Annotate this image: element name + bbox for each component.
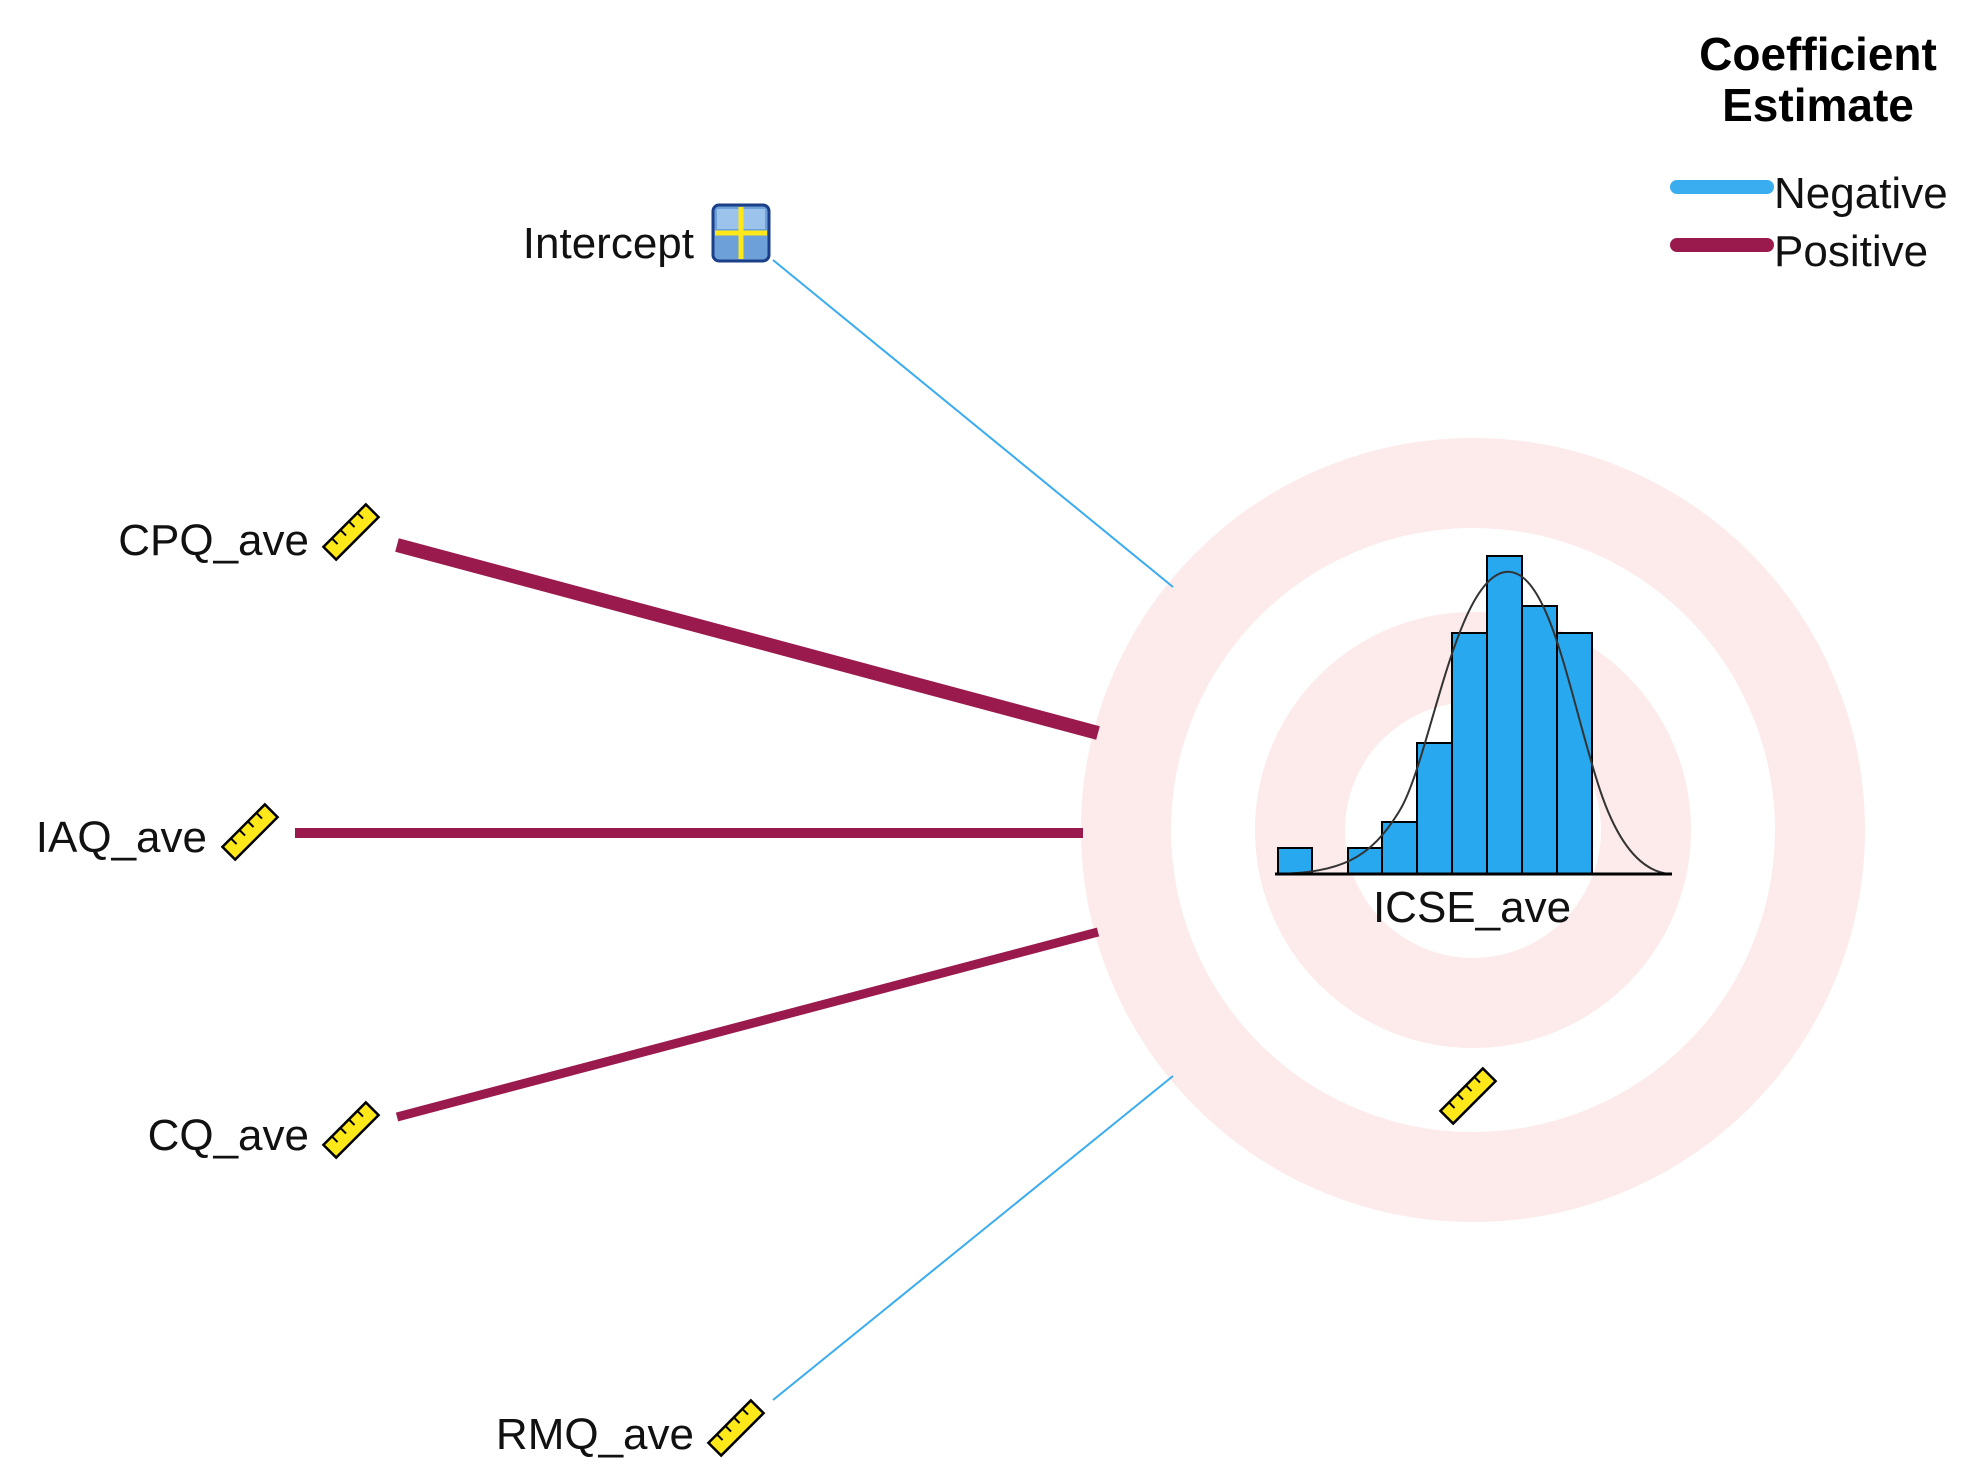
- intercept-grid-icon: [711, 203, 771, 263]
- ruler-icon: [322, 1101, 380, 1159]
- legend-label-positive: Positive: [1774, 227, 1928, 276]
- histogram-bar: [1451, 632, 1488, 875]
- predictor-intercept[interactable]: Intercept: [523, 203, 771, 268]
- histogram-bar: [1486, 555, 1523, 875]
- legend-title-line2: Estimate: [1722, 79, 1914, 131]
- outer-ring: [1081, 438, 1865, 1222]
- predictor-cpq[interactable]: CPQ_ave: [118, 503, 380, 565]
- predictor-label: Intercept: [523, 219, 694, 268]
- predictor-label: CPQ_ave: [118, 516, 309, 565]
- legend: Coefficient Estimate Negative Positive: [1670, 28, 1948, 276]
- ruler-icon: [221, 803, 279, 861]
- legend-title-line1: Coefficient: [1699, 28, 1937, 80]
- ruler-icon: [707, 1399, 765, 1457]
- histogram-bar: [1556, 632, 1593, 875]
- predictor-label: RMQ_ave: [496, 1410, 694, 1459]
- histogram-bar: [1416, 742, 1453, 875]
- connection-lines: [295, 259, 1174, 1401]
- target-histogram: [1275, 555, 1672, 876]
- edge-intercept: [772, 259, 1174, 588]
- predictor-iaq[interactable]: IAQ_ave: [36, 803, 279, 862]
- ruler-icon: [322, 503, 380, 561]
- predictor-cq[interactable]: CQ_ave: [148, 1101, 380, 1160]
- predictor-label: CQ_ave: [148, 1111, 309, 1160]
- target-ruler-icon: [1439, 1067, 1497, 1125]
- legend-label-negative: Negative: [1774, 169, 1948, 218]
- histogram-bar: [1521, 605, 1558, 875]
- normal-curve: [1277, 570, 1671, 875]
- edge-cq: [395, 927, 1100, 1122]
- histogram-bar: [1277, 847, 1313, 875]
- target-label: ICSE_ave: [1373, 883, 1571, 932]
- edge-rmq: [772, 1075, 1174, 1401]
- edge-cpq: [395, 538, 1100, 740]
- predictor-label: IAQ_ave: [36, 813, 207, 862]
- predictor-rmq[interactable]: RMQ_ave: [496, 1399, 765, 1459]
